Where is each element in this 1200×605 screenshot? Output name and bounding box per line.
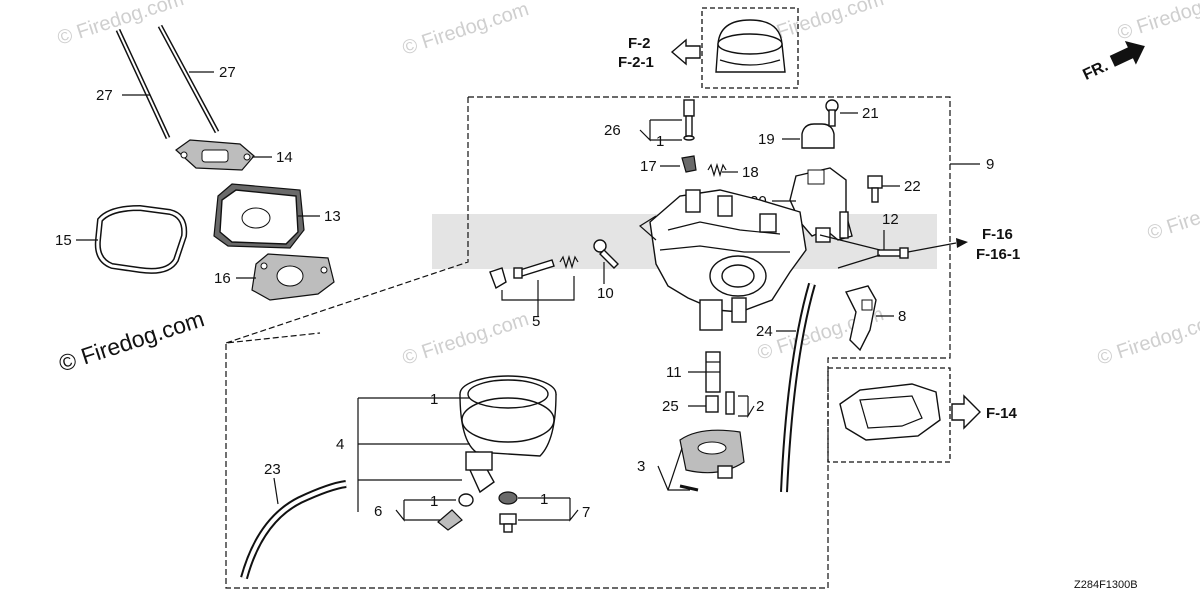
fr-arrow-icon [1109,41,1145,67]
part-8-lever [844,285,877,352]
callout-3: 3 [637,458,645,475]
part-25-jet [705,395,719,413]
assembly-outline [225,96,951,589]
part-f14-gasket [839,383,941,441]
stud-bolts [115,24,220,140]
callout-4: 4 [336,436,344,453]
ref-arrow-left [670,38,701,66]
carburetor-body [638,189,807,331]
watermark: © Firedog.com [400,308,532,370]
callout-1-right: 1 [540,491,548,508]
callout-23: 23 [264,461,281,478]
part-4-float-chamber [459,375,557,494]
part-19-plate [801,123,835,149]
part-3-pin [679,484,699,492]
callout-1-top: 1 [656,133,664,150]
ref-arrow-right-icon [956,238,968,248]
ref-f2: F-2 [628,35,651,52]
part-16-gasket [251,253,335,301]
fr-label: FR. [1080,58,1111,84]
watermark: © Firedog.com [1115,0,1200,45]
callout-6: 6 [374,503,382,520]
callout-11: 11 [666,364,682,381]
part-20-bracket [789,167,853,243]
callout-16: 16 [214,270,231,287]
callout-24: 24 [756,323,773,340]
part-13-insulator [213,183,305,249]
part-24-tube [780,282,816,493]
part-17-clip [681,155,697,173]
watermark: © Firedog.com [1095,308,1200,370]
part-23-tube [240,480,347,580]
callout-26: 26 [604,122,621,139]
callout-9: 9 [986,156,994,173]
part-18-spring [707,162,727,178]
ref-arrow-f14-icon [951,394,981,430]
part-14-gasket [175,139,255,171]
callout-14: 14 [276,149,293,166]
ref-f2-1: F-2-1 [618,54,654,71]
callout-1-bowl: 1 [430,391,438,408]
ref-f16-1: F-16-1 [976,246,1020,263]
ref-f16: F-16 [982,226,1013,243]
callout-18: 18 [742,164,759,181]
gasket-ref-box [827,367,951,463]
callout-22: 22 [904,178,921,195]
callout-2: 2 [756,398,764,415]
callout-27b: 27 [219,64,236,81]
part-3-float [679,429,745,479]
callout-27a: 27 [96,87,113,104]
part-7-bolt [498,491,518,533]
ref-f14: F-14 [986,405,1018,422]
callout-25: 25 [662,398,679,415]
callout-13: 13 [324,208,341,225]
part-10-screw [593,239,619,269]
callout-21: 21 [862,105,879,122]
part-26-fitting [683,99,695,141]
callout-19: 19 [758,131,775,148]
part-15-packing [94,204,188,274]
diagram-code: Z284F1300B [1074,579,1138,591]
callout-15: 15 [55,232,72,249]
watermark-dark: © Firedog.com [56,305,208,376]
callout-12: 12 [882,211,899,228]
callout-7: 7 [582,504,590,521]
part-2-screw [725,391,735,415]
callout-8: 8 [898,308,906,325]
part-11-nozzle [705,351,721,393]
part-12-pin [877,247,909,259]
cap-ref-box [701,7,799,89]
watermark: © Firedog.com [1145,183,1200,245]
part-5-screw-set [489,254,579,290]
air-cleaner-cap [715,19,786,73]
watermark: © Firedog.com [400,0,532,60]
callout-5: 5 [532,313,540,330]
callout-17: 17 [640,158,657,175]
callout-10: 10 [597,285,614,302]
part-22-screw [867,175,883,203]
part-21-screw [825,99,839,127]
fr-direction-marker: FR. [1080,41,1145,84]
part-6-drain-screw [437,493,474,531]
callout-1-left: 1 [430,493,438,510]
